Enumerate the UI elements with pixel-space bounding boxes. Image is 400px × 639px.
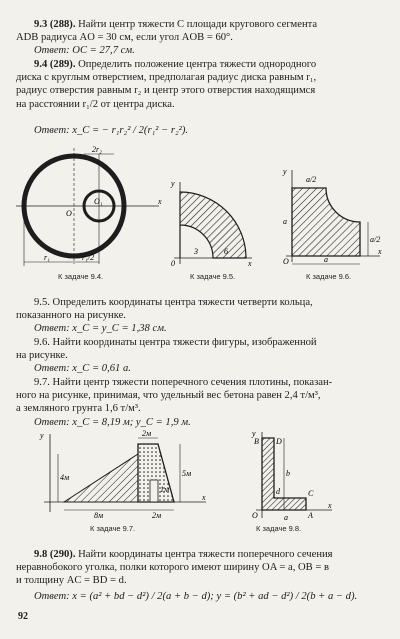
problem-9-8-line-1: 9.8 (290). Найти координаты центра тяжес… xyxy=(34,549,333,560)
problem-9-8-line-2: неравнобокого уголка, полки которого име… xyxy=(16,562,330,573)
label-origin: 0 xyxy=(171,259,175,268)
problem-9-5-answer: Ответ: x_C = y_C = 1,38 см. xyxy=(34,323,167,334)
caption-9-7: К задаче 9.7. xyxy=(90,524,136,533)
problem-9-3-answer: Ответ: OC = 27,7 см. xyxy=(34,45,135,56)
problem-9-8-answer: Ответ: x = (a² + bd − d²) / 2(a + b − d)… xyxy=(34,591,358,602)
label-a-point: A xyxy=(307,511,313,520)
problem-9-4-line-4: на расстоянии r₁/2 от центра диска. xyxy=(16,99,175,110)
label-r1: r₁ xyxy=(44,253,50,262)
label-o1: O₁ xyxy=(94,197,103,206)
label-origin: O xyxy=(252,511,258,520)
label-outer-radius: 6 xyxy=(224,247,228,256)
caption-9-4: К задаче 9.4. xyxy=(58,272,104,281)
problem-9-4-line-1: 9.4 (289). Определить положение центра т… xyxy=(34,59,317,70)
problem-9-7-line-2: ного на рисунке, принимая, что удельный … xyxy=(16,390,321,401)
problem-9-4-line-2: диска с круглым отверстием, предполагая … xyxy=(16,72,317,83)
problem-9-4-answer: Ответ: x_C = − r₁r₂² / 2(r₁² − r₂²). xyxy=(34,125,189,136)
label-2m-top: 2м xyxy=(142,429,151,438)
label-2r2: 2r₂ xyxy=(92,145,102,154)
label-a-width: a xyxy=(284,513,288,522)
label-4m: 4м xyxy=(60,473,69,482)
label-a-left: a xyxy=(283,217,287,226)
caption-9-6: К задаче 9.6. xyxy=(306,272,352,281)
problem-9-5-line-1: 9.5. Определить координаты центра тяжест… xyxy=(34,297,313,308)
page-number: 92 xyxy=(18,611,28,622)
label-b-point: B xyxy=(254,437,259,446)
label-y: y xyxy=(251,429,256,438)
label-d-point: D xyxy=(275,437,282,446)
figure-9-5: y x 0 3 6 xyxy=(168,178,254,270)
caption-9-5: К задаче 9.5. xyxy=(190,272,236,281)
label-c-point: C xyxy=(308,489,314,498)
problem-9-5-line-2: показанного на рисунке. xyxy=(16,310,126,321)
figure-9-7: y 2м 4м 5м 1м 8м 2м x xyxy=(18,429,208,520)
label-o: O xyxy=(66,209,72,218)
label-1m: 1м xyxy=(160,485,169,494)
problem-9-3-line-1: 9.3 (288). Найти центр тяжести C площади… xyxy=(34,19,318,30)
problem-9-7-line-1: 9.7. Найти центр тяжести поперечного сеч… xyxy=(34,377,333,388)
label-r1-half: r₁/2 xyxy=(82,253,94,262)
label-y: y xyxy=(282,167,287,176)
figure-9-6: y a/2 a a/2 x O a xyxy=(280,167,384,270)
label-5m: 5м xyxy=(182,469,191,478)
label-a-half-right: a/2 xyxy=(370,235,380,244)
label-a-bottom: a xyxy=(324,255,328,264)
label-origin: O xyxy=(283,257,289,266)
problem-9-6-line-1: 9.6. Найти координаты центра тяжести фиг… xyxy=(34,337,317,348)
label-d-thickness: d xyxy=(276,487,281,496)
problem-9-7-line-3: а земляного грунта 1,6 т/м³. xyxy=(16,403,141,414)
label-x: x xyxy=(157,197,162,206)
caption-9-8: К задаче 9.8. xyxy=(256,524,302,533)
label-y: y xyxy=(170,179,175,188)
problem-9-7-answer: Ответ: x_C = 8,19 м; y_C = 1,9 м. xyxy=(34,417,191,428)
label-y: y xyxy=(39,431,44,440)
figure-9-8: y B D b d C O a A x xyxy=(244,429,334,522)
figure-9-4: 2r₂ O O₁ x r₁ r₁/2 xyxy=(14,144,164,268)
problem-9-4-line-3: радиус отверстия равным r₂ и центр этого… xyxy=(16,85,316,96)
problem-9-6-answer: Ответ: x_C = 0,61 a. xyxy=(34,363,131,374)
label-x: x xyxy=(247,259,252,268)
problem-9-6-line-2: на рисунке. xyxy=(16,350,68,361)
label-x: x xyxy=(377,247,382,256)
label-x: x xyxy=(201,493,206,502)
label-x: x xyxy=(327,501,332,510)
label-b-width: b xyxy=(286,469,290,478)
label-8m: 8м xyxy=(94,511,103,520)
problem-9-8-line-3: и толщину AC = BD = d. xyxy=(16,575,127,586)
label-2m-bottom: 2м xyxy=(152,511,161,520)
label-inner-radius: 3 xyxy=(193,247,198,256)
problem-9-3-line-2: ADB радиуса AO = 30 см, если угол AOB = … xyxy=(16,32,233,43)
label-a-half-top: a/2 xyxy=(306,175,316,184)
